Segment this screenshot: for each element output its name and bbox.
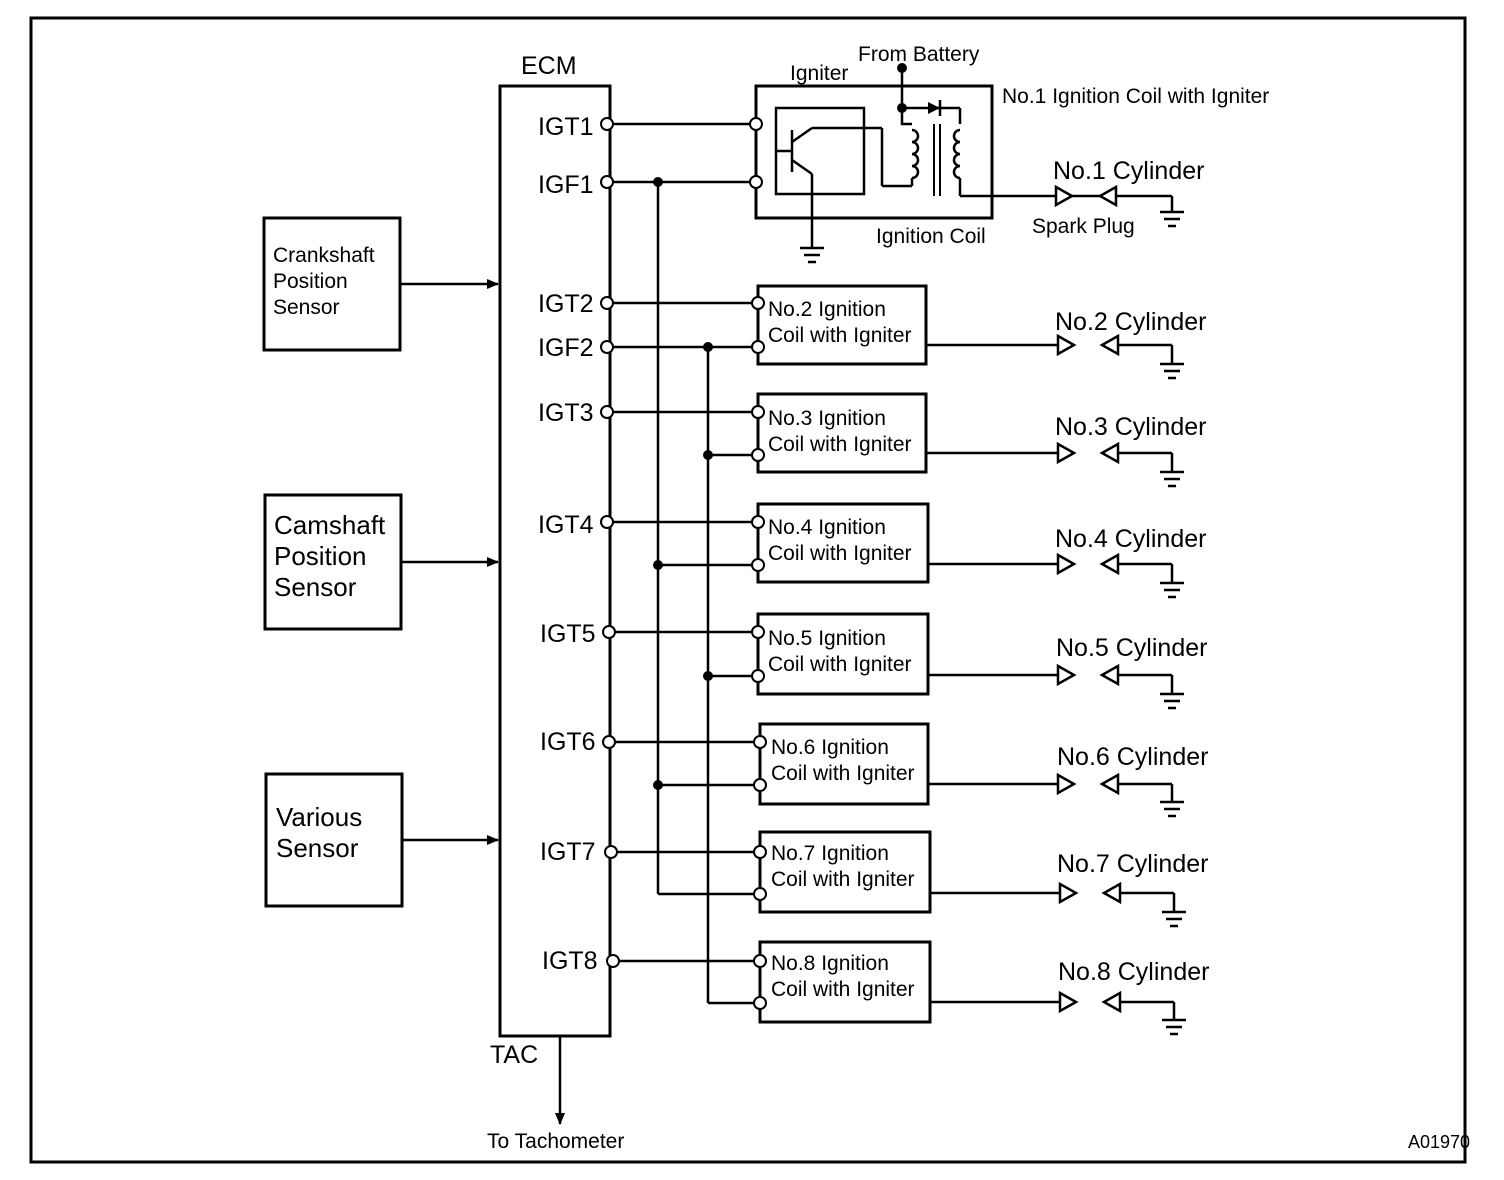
sensor-camshaft: Camshaft Position Sensor (263, 493, 499, 631)
svg-text:Coil with Igniter: Coil with Igniter (771, 978, 915, 1001)
svg-text:Various: Various (276, 802, 362, 832)
svg-text:Camshaft: Camshaft (274, 510, 386, 540)
pin-igf2: IGF2 (538, 334, 594, 362)
sensor-crankshaft: Crankshaft Position Sensor (262, 216, 499, 352)
pin-igt2: IGT2 (538, 290, 594, 318)
svg-text:Coil with Igniter: Coil with Igniter (768, 653, 912, 676)
pin-igt3: IGT3 (538, 399, 594, 427)
coil-1-detail: Igniter From Battery No.1 Ignition Coil … (749, 43, 1269, 264)
svg-text:No.5 Cylinder: No.5 Cylinder (1056, 634, 1207, 662)
svg-text:Coil with Igniter: Coil with Igniter (768, 433, 912, 456)
ignition-coil-label: Ignition Coil (876, 225, 986, 248)
pin-igt1: IGT1 (538, 113, 594, 141)
igniter-label: Igniter (790, 62, 848, 85)
spark-plug-label: Spark Plug (1032, 215, 1135, 238)
svg-text:No.2 Cylinder: No.2 Cylinder (1055, 308, 1206, 336)
tac-label: TAC (490, 1041, 538, 1069)
pin-igt6: IGT6 (540, 728, 596, 756)
wiring (608, 122, 760, 1005)
ecm-pin-labels: IGT1 IGF1 IGT2 IGF2 IGT3 IGT4 IGT5 IGT6 … (538, 113, 598, 975)
coil-6: No.6 Ignition Coil with Igniter No.6 Cyl… (753, 722, 1208, 818)
svg-text:No.3 Ignition: No.3 Ignition (768, 407, 886, 430)
ecm-terminals (600, 117, 620, 968)
svg-text:No.6 Cylinder: No.6 Cylinder (1057, 743, 1208, 771)
coil-8: No.8 Ignition Coil with Igniter No.8 Cyl… (753, 940, 1209, 1036)
coil-5: No.5 Ignition Coil with Igniter No.5 Cyl… (751, 612, 1207, 710)
cylinder-1-label: No.1 Cylinder (1053, 157, 1204, 185)
ecm-block: ECM TAC To Tachometer (487, 52, 624, 1153)
svg-text:Coil with Igniter: Coil with Igniter (771, 762, 915, 785)
pin-igt7: IGT7 (540, 838, 596, 866)
diagram-frame (29, 16, 1467, 1164)
svg-text:Crankshaft: Crankshaft (273, 244, 375, 267)
svg-text:No.8 Ignition: No.8 Ignition (771, 952, 889, 975)
svg-text:No.4 Ignition: No.4 Ignition (768, 516, 886, 539)
svg-text:Coil with Igniter: Coil with Igniter (768, 324, 912, 347)
pin-igt8: IGT8 (542, 947, 598, 975)
svg-text:No.7 Cylinder: No.7 Cylinder (1057, 850, 1208, 878)
svg-text:No.7 Ignition: No.7 Ignition (771, 842, 889, 865)
coil-3: No.3 Ignition Coil with Igniter No.3 Cyl… (751, 392, 1206, 488)
pin-igf1: IGF1 (538, 171, 594, 199)
svg-text:No.6 Ignition: No.6 Ignition (771, 736, 889, 759)
coil-7: No.7 Ignition Coil with Igniter No.7 Cyl… (753, 830, 1208, 928)
svg-text:Sensor: Sensor (273, 296, 340, 319)
svg-text:No.5 Ignition: No.5 Ignition (768, 627, 886, 650)
svg-text:Position: Position (274, 541, 367, 571)
coil-4: No.4 Ignition Coil with Igniter No.4 Cyl… (751, 502, 1206, 599)
svg-text:Position: Position (273, 270, 348, 293)
to-tachometer-label: To Tachometer (487, 1130, 624, 1153)
pin-igt4: IGT4 (538, 511, 594, 539)
from-battery-label: From Battery (858, 43, 980, 66)
sensor-various: Various Sensor (264, 772, 499, 908)
svg-text:No.4 Cylinder: No.4 Cylinder (1055, 525, 1206, 553)
svg-text:No.2 Ignition: No.2 Ignition (768, 298, 886, 321)
svg-text:Sensor: Sensor (274, 572, 357, 602)
svg-text:No.3 Cylinder: No.3 Cylinder (1055, 413, 1206, 441)
svg-text:Sensor: Sensor (276, 833, 359, 863)
svg-text:Coil with Igniter: Coil with Igniter (768, 542, 912, 565)
pin-igt5: IGT5 (540, 620, 596, 648)
figure-code: A01970 (1408, 1132, 1470, 1152)
coil-2: No.2 Ignition Coil with Igniter No.2 Cyl… (751, 284, 1206, 380)
coil-1-title: No.1 Ignition Coil with Igniter (1002, 85, 1269, 108)
svg-text:No.8 Cylinder: No.8 Cylinder (1058, 958, 1209, 986)
ecm-title: ECM (521, 52, 577, 80)
svg-text:Coil with Igniter: Coil with Igniter (771, 868, 915, 891)
